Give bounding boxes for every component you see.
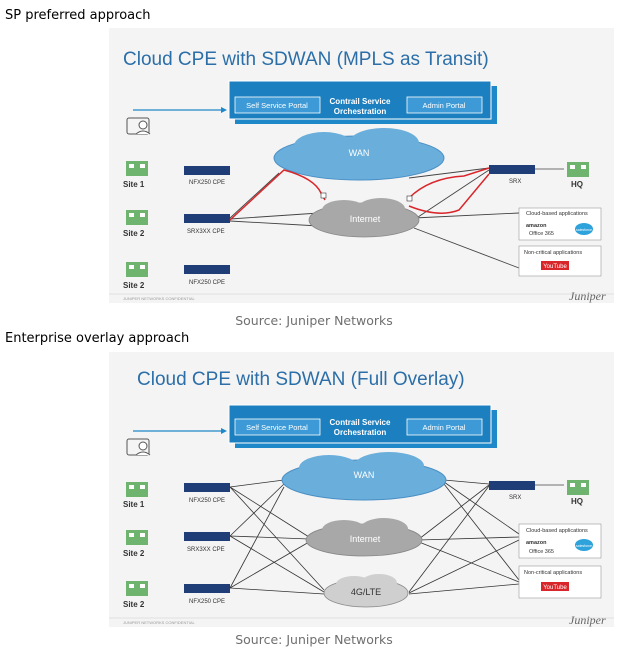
site1-device-label: NFX250 CPE [189,498,225,504]
caption-sp-preferred: SP preferred approach [5,8,151,23]
site1-device-label: NFX250 CPE [189,180,225,186]
salesforce-icon [575,223,593,235]
lte-cloud [323,574,409,608]
hq-device-label: SRX [509,495,521,501]
self-service-portal-button[interactable] [234,418,321,436]
youtube-icon [541,582,569,591]
hq-building-icon [567,480,589,495]
hq-device-label: SRX [509,179,521,185]
juniper-logo: Juniper [569,613,606,627]
site2-device-label: SRX3XX CPE [187,229,225,235]
user-arrow-head [221,107,227,113]
admin-portal-button[interactable] [406,96,483,114]
self-service-portal-button[interactable] [234,96,321,114]
cso-line1: Contrail Service [330,97,391,106]
site3-device-icon [184,584,230,593]
office365-logo: Office 365 [529,231,554,237]
cso-line2: Orchestration [334,107,387,116]
user-arrow-head [221,428,227,434]
site3-label: Site 2 [123,600,145,609]
cso-line2: Orchestration [334,428,387,437]
site2-device-icon [184,214,230,223]
wan-cloud [273,128,445,181]
admin-portal-label: Admin Portal [423,423,466,432]
mesh-lines [229,479,520,595]
site1-building-icon [126,161,148,176]
lock-icon-left [320,192,327,199]
lte-cloud-label: 4G/LTE [351,587,381,597]
wan-cloud-label: WAN [354,470,375,480]
slide1-title: Cloud CPE with SDWAN (MPLS as Transit) [123,49,489,70]
admin-portal-button[interactable] [406,418,483,436]
hq-device-icon [489,481,535,490]
salesforce-logo: salesforce [576,228,592,232]
slide-full-overlay: Cloud CPE with SDWAN (Full Overlay) Self… [109,352,614,627]
site3-label: Site 2 [123,281,145,290]
source-label-2: Source: Juniper Networks [235,632,393,647]
site2-label: Site 2 [123,549,145,558]
site3-device-label: NFX250 CPE [189,599,225,605]
caption-enterprise-overlay: Enterprise overlay approach [5,331,190,346]
youtube-icon [541,261,569,270]
hq-label: HQ [571,180,583,189]
internet-cloud-label: Internet [350,214,381,224]
youtube-logo: YouTube [543,264,567,270]
cloud-apps-label: Cloud-based applications [526,528,588,534]
hq-label: HQ [571,497,583,506]
wan-cloud [281,452,447,501]
site1-label: Site 1 [123,180,145,189]
internet-cloud [308,198,420,238]
self-service-portal-label: Self Service Portal [246,101,308,110]
amazon-logo: amazon [526,540,547,546]
cloud-apps-label: Cloud-based applications [526,211,588,217]
office365-logo: Office 365 [529,549,554,555]
slide-mpls-transit: Cloud CPE with SDWAN (MPLS as Transit) S… [109,28,614,303]
internet-cloud-label: Internet [350,534,381,544]
footer-label: JUNIPER NETWORKS CONFIDENTIAL [123,296,196,301]
connection-lines [229,167,520,269]
salesforce-logo: salesforce [576,544,592,548]
user-icon [126,438,151,456]
site2-device-label: SRX3XX CPE [187,547,225,553]
salesforce-icon [575,539,593,551]
user-icon [126,117,151,135]
source-label-1: Source: Juniper Networks [235,313,393,328]
lock-icon-right [406,195,413,202]
slide2-title: Cloud CPE with SDWAN (Full Overlay) [137,369,465,390]
internet-cloud [305,518,423,557]
site2-device-icon [184,532,230,541]
site1-label: Site 1 [123,500,145,509]
hq-building-icon [567,162,589,177]
amazon-logo: amazon [526,223,547,229]
admin-portal-label: Admin Portal [423,101,466,110]
wan-cloud-label: WAN [349,148,370,158]
site2-building-icon [126,210,148,225]
site1-device-icon [184,483,230,492]
site2-building-icon [126,530,148,545]
site3-building-icon [126,262,148,277]
juniper-logo: Juniper [569,289,606,303]
footer-label: JUNIPER NETWORKS CONFIDENTIAL [123,620,196,625]
site3-device-label: NFX250 CPE [189,280,225,286]
site1-device-icon [184,166,230,175]
site1-building-icon [126,482,148,497]
noncritical-apps-label: Non-critical applications [524,250,582,256]
site3-building-icon [126,581,148,596]
youtube-logo: YouTube [543,585,567,591]
site2-label: Site 2 [123,229,145,238]
noncritical-apps-label: Non-critical applications [524,570,582,576]
cso-line1: Contrail Service [330,418,391,427]
site3-device-icon [184,265,230,274]
self-service-portal-label: Self Service Portal [246,423,308,432]
hq-device-icon [489,165,535,174]
